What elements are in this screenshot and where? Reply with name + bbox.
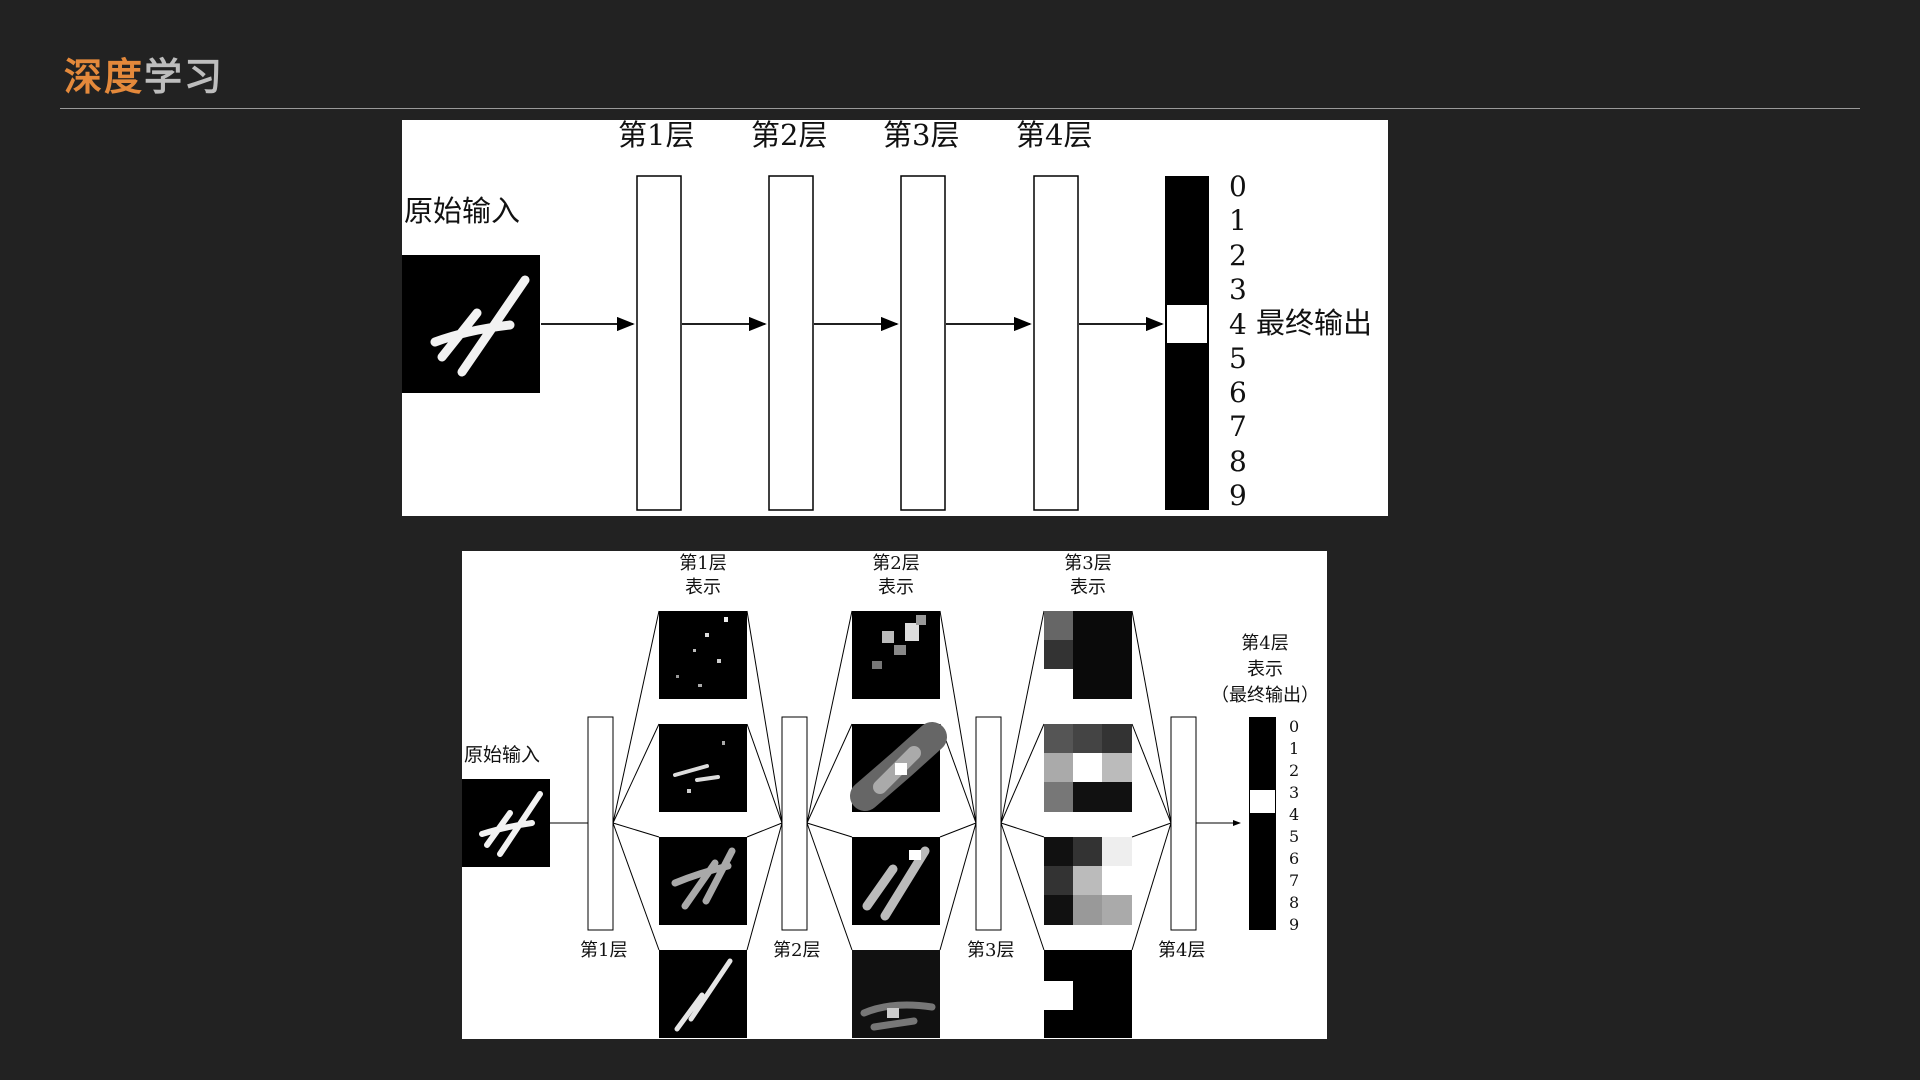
- output-digit-small-5: 5: [1289, 827, 1299, 846]
- layer-3-label: 第3层: [883, 120, 959, 152]
- rep-1-label-line-2: 表示: [685, 577, 721, 598]
- deep-network-diagram: 原始输入 第1层 第2层 第3层 第4层 0 1 2 3 4 5 6 7 8 9…: [402, 118, 1388, 516]
- layer-4-label-small: 第4层: [1158, 940, 1205, 961]
- rep-4-label-line-1: 第4层: [1241, 633, 1288, 654]
- connection-lines: [550, 610, 1241, 951]
- output-highlight-small: [1250, 790, 1275, 813]
- rep-4-label-line-2: 表示: [1247, 659, 1283, 680]
- input-digit-image-small: [462, 779, 550, 867]
- layer-3-box: [900, 175, 946, 511]
- output-digit-small-4: 4: [1289, 805, 1299, 824]
- output-digit-7: 7: [1229, 410, 1247, 443]
- input-label: 原始输入: [404, 194, 520, 228]
- output-digit-small-9: 9: [1289, 915, 1299, 934]
- layer-1-box: [636, 175, 682, 511]
- layer-4-box: [1033, 175, 1079, 511]
- output-digit-small-2: 2: [1289, 761, 1299, 780]
- layer-4-box-small: [1170, 716, 1197, 931]
- rep-1-label-line-1: 第1层: [679, 553, 726, 574]
- output-digit-small-1: 1: [1289, 739, 1299, 758]
- output-digit-small-8: 8: [1289, 893, 1299, 912]
- rep-3-label-line-1: 第3层: [1064, 553, 1111, 574]
- title-divider: [60, 108, 1860, 109]
- layer-3-box-small: [975, 716, 1002, 931]
- output-highlight: [1167, 305, 1207, 343]
- layer-2-box-small: [781, 716, 808, 931]
- output-digit-0: 0: [1229, 170, 1247, 203]
- output-digit-3: 3: [1229, 273, 1247, 306]
- rep-3-images: [1044, 611, 1132, 1038]
- output-digit-small-7: 7: [1289, 871, 1299, 890]
- rep-2-images: [850, 611, 947, 1038]
- layer-3-label-small: 第3层: [967, 940, 1014, 961]
- output-digit-5: 5: [1229, 342, 1247, 375]
- output-digit-4: 4: [1229, 308, 1247, 341]
- output-digit-8: 8: [1229, 445, 1247, 478]
- rep-4-label-line-3: （最终输出）: [1211, 685, 1319, 706]
- output-digit-small-6: 6: [1289, 849, 1299, 868]
- output-digit-2: 2: [1229, 239, 1247, 272]
- page-title-rest: 学习: [144, 55, 225, 99]
- output-label: 最终输出: [1256, 306, 1372, 340]
- rep-1-images: [659, 611, 747, 1038]
- layer-4-label: 第4层: [1016, 120, 1092, 152]
- rep-2-label-line-2: 表示: [878, 577, 914, 598]
- output-digit-small-3: 3: [1289, 783, 1299, 802]
- output-digit-6: 6: [1229, 376, 1247, 409]
- layer-2-label: 第2层: [751, 120, 827, 152]
- layer-2-label-small: 第2层: [773, 940, 820, 961]
- page-title: 深度学习: [64, 46, 224, 101]
- layer-representations-svg: 原始输入 第1层 第2层 第3层 第4层 第1层 表示 第2层 表示 第3层 表…: [462, 553, 1319, 1038]
- layer-1-label: 第1层: [618, 120, 694, 152]
- input-digit-image: [402, 255, 540, 393]
- layer-1-label-small: 第1层: [580, 940, 627, 961]
- layer-2-box: [768, 175, 814, 511]
- output-digit-small-0: 0: [1289, 717, 1299, 736]
- layer-representations-diagram: 原始输入 第1层 第2层 第3层 第4层 第1层 表示 第2层 表示 第3层 表…: [462, 551, 1327, 1039]
- layer-1-box-small: [587, 716, 614, 931]
- output-digit-9: 9: [1229, 479, 1247, 512]
- deep-network-svg: 原始输入 第1层 第2层 第3层 第4层 0 1 2 3 4 5 6 7 8 9…: [402, 118, 1372, 512]
- output-digits-small: 0 1 2 3 4 5 6 7 8 9: [1289, 717, 1299, 934]
- output-bar-small: [1249, 717, 1276, 930]
- input-label-small: 原始输入: [464, 744, 540, 766]
- rep-2-label-line-1: 第2层: [872, 553, 919, 574]
- output-digit-1: 1: [1229, 204, 1247, 237]
- output-digits: 0 1 2 3 4 5 6 7 8 9: [1229, 170, 1247, 512]
- rep-3-label-line-2: 表示: [1070, 577, 1106, 598]
- page-title-accent: 深度: [64, 55, 145, 99]
